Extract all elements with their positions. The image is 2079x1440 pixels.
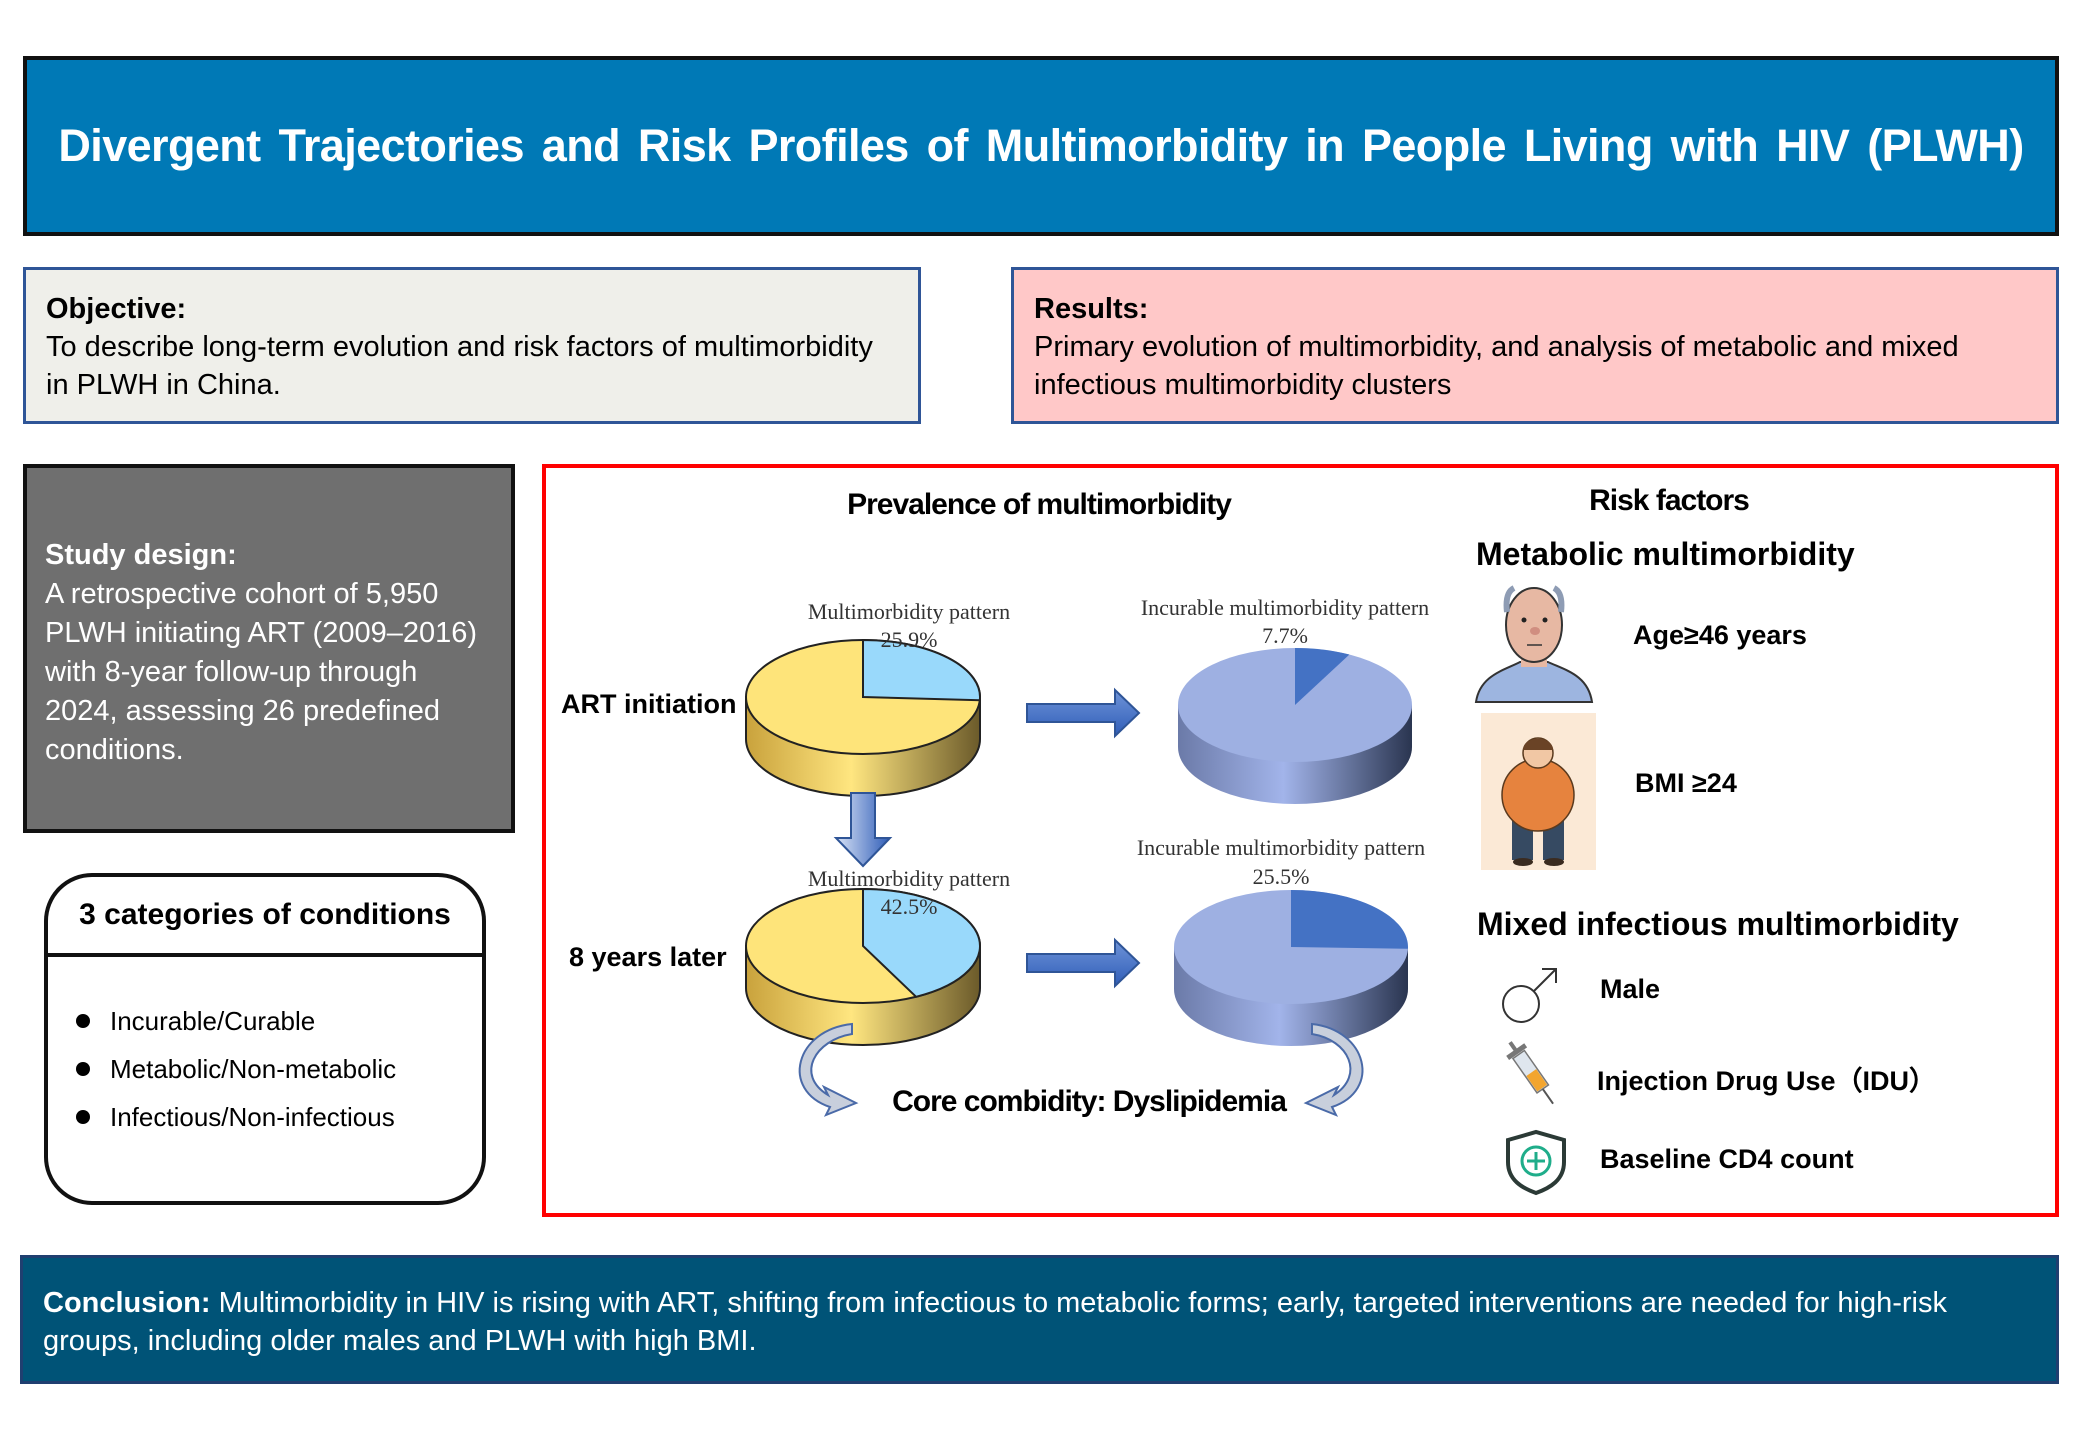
categories-heading: 3 categories of conditions [48, 877, 482, 957]
overweight-man-icon [1481, 713, 1596, 870]
results-box: Results: Primary evolution of multimorbi… [1011, 267, 2059, 424]
list-item: Incurable/Curable [76, 997, 482, 1045]
objective-heading: Objective: [46, 293, 187, 325]
pie-value: 42.5% [880, 894, 938, 919]
risk-factors-heading: Risk factors [1589, 484, 1750, 517]
results-text: Primary evolution of multimorbidity, and… [1034, 331, 1959, 401]
category-label: Incurable/Curable [110, 1005, 316, 1036]
pie-slice-value [1291, 890, 1408, 949]
conclusion-text: Multimorbidity in HIV is rising with ART… [43, 1287, 1947, 1357]
curved-arrow-icon [798, 1022, 859, 1117]
page-title: Divergent Trajectories and Risk Profiles… [58, 120, 2024, 171]
conclusion-heading: Conclusion: [43, 1287, 211, 1319]
risk-factor-age: Age≥46 years [1633, 620, 1807, 650]
title-banner: Divergent Trajectories and Risk Profiles… [23, 56, 2059, 236]
bullet-icon [76, 1062, 90, 1076]
pie-label: Multimorbidity pattern [807, 599, 1011, 624]
objective-box: Objective: To describe long-term evoluti… [23, 267, 921, 424]
risk-factor-male: Male [1600, 974, 1661, 1004]
pie-label: Incurable multimorbidity pattern [1136, 835, 1426, 860]
male-symbol-icon [1502, 968, 1557, 1023]
pie-label: Multimorbidity pattern [807, 866, 1011, 891]
risk-factor-bmi: BMI ≥24 [1635, 768, 1737, 798]
risk-factor-cd4: Baseline CD4 count [1600, 1144, 1854, 1174]
arrow-down-icon [833, 792, 893, 868]
conclusion-box: Conclusion: Multimorbidity in HIV is ris… [20, 1255, 2059, 1384]
row-label-8-years-later: 8 years later [569, 942, 727, 972]
shield-plus-icon [1506, 1129, 1566, 1196]
curved-arrow-icon [1303, 1022, 1364, 1117]
categories-list: Incurable/Curable Metabolic/Non-metaboli… [48, 957, 482, 1141]
metabolic-heading: Metabolic multimorbidity [1476, 536, 1855, 572]
study-design-heading: Study design: [45, 539, 237, 571]
pie-value: 25.9% [880, 627, 938, 652]
categories-box: 3 categories of conditions Incurable/Cur… [44, 873, 486, 1205]
syringe-icon [1506, 1041, 1554, 1105]
core-comorbidity-label: Core combidity: Dyslipidemia [892, 1085, 1287, 1118]
bullet-icon [76, 1110, 90, 1124]
study-design-text: A retrospective cohort of 5,950 PLWH ini… [45, 578, 478, 766]
pie-charts [745, 638, 1412, 1046]
prevalence-heading: Prevalence of multimorbidity [847, 488, 1232, 521]
infectious-heading: Mixed infectious multimorbidity [1477, 906, 1959, 942]
arrow-right-icon [1026, 687, 1141, 739]
findings-panel [542, 464, 2059, 1217]
pie-slice-value [862, 887, 981, 998]
list-item: Infectious/Non-infectious [76, 1093, 482, 1141]
pie-slice-value [1295, 648, 1350, 705]
objective-text: To describe long-term evolution and risk… [46, 331, 873, 401]
list-item: Metabolic/Non-metabolic [76, 1045, 482, 1093]
older-man-icon [1474, 585, 1594, 703]
pie-value: 25.5% [1252, 864, 1310, 889]
risk-factor-idu: Injection Drug Use（IDU） [1597, 1066, 1937, 1096]
results-heading: Results: [1034, 293, 1149, 325]
category-label: Metabolic/Non-metabolic [110, 1053, 397, 1084]
study-design-box: Study design: A retrospective cohort of … [23, 464, 515, 833]
category-label: Infectious/Non-infectious [110, 1101, 395, 1132]
pie-label: Incurable multimorbidity pattern [1140, 595, 1430, 620]
row-label-art-initiation: ART initiation [561, 689, 737, 719]
pie-value: 7.7% [1262, 623, 1308, 648]
pie-slice-value [862, 638, 981, 702]
arrow-right-icon [1026, 937, 1141, 989]
bullet-icon [76, 1014, 90, 1028]
